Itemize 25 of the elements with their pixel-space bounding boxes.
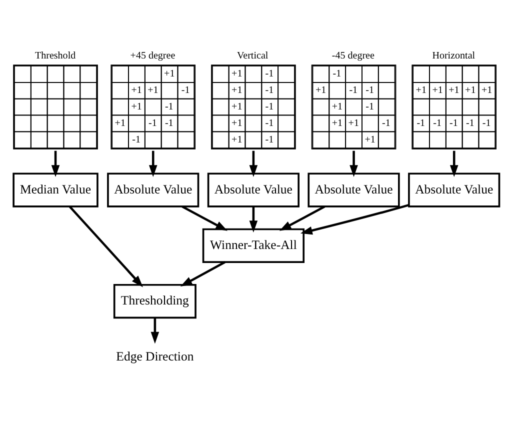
- node-box: Thresholding: [113, 284, 196, 319]
- arrow: [249, 150, 258, 178]
- arrow: [182, 206, 228, 231]
- node-box: Absolute Value: [408, 172, 500, 208]
- node-label: -45 degree: [332, 50, 374, 62]
- arrow: [150, 318, 160, 344]
- node-label: Horizontal: [432, 50, 476, 62]
- arrow: [279, 206, 326, 231]
- node-label: Vertical: [237, 50, 268, 62]
- arrow: [249, 206, 258, 232]
- arrow: [350, 150, 358, 178]
- arrow: [300, 204, 410, 235]
- arrow: [51, 150, 60, 178]
- arrow: [180, 261, 226, 286]
- node-box: Absolute Value: [207, 172, 300, 208]
- node-label: +45 degree: [130, 50, 176, 62]
- node-box: Absolute Value: [308, 172, 400, 208]
- node-label: Threshold: [35, 50, 76, 62]
- arrow: [148, 150, 158, 178]
- arrow: [68, 206, 144, 288]
- node-box: Winner-Take-All: [202, 228, 305, 263]
- node-box: Median Value: [12, 172, 98, 208]
- arrow: [450, 150, 458, 178]
- node-text: Edge Direction: [116, 349, 194, 364]
- node-box: Absolute Value: [107, 172, 200, 208]
